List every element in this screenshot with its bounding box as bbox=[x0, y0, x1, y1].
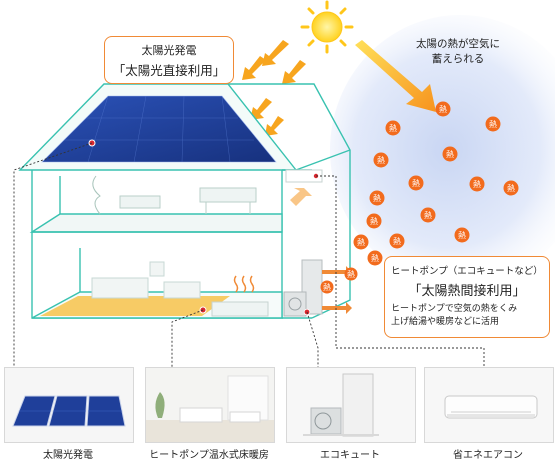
svg-text:熱: 熱 bbox=[377, 155, 385, 165]
heat-bubble: 熱 bbox=[442, 146, 458, 162]
upper-room-furniture bbox=[92, 169, 323, 215]
heat-bubble: 熱 bbox=[366, 213, 382, 229]
callout-heatpump-title: ヒートポンプ（エコキュートなど） bbox=[391, 266, 543, 277]
product-label-aircon: 省エネエアコン bbox=[453, 450, 523, 461]
house-diagram: 熱 熱 熱 熱 熱 熱 熱 熱 熱 熱 熱 熱 熱 熱 熱 熱 熱 bbox=[13, 0, 555, 367]
heat-bubble: 熱 bbox=[367, 250, 383, 266]
svg-text:熱: 熱 bbox=[371, 253, 379, 263]
heat-bubble: 熱 bbox=[485, 116, 501, 132]
ac-air-arrow bbox=[290, 188, 312, 206]
svg-text:熱: 熱 bbox=[412, 178, 420, 188]
callout-solar: 太陽光発電 「太陽光直接利用」 bbox=[104, 36, 234, 84]
heat-bubble: 熱 bbox=[408, 175, 424, 191]
heat-bubble: 熱 bbox=[353, 234, 369, 250]
leader-lines bbox=[13, 142, 485, 367]
callout-heatpump-subtitle: 「太陽熱間接利用」 bbox=[408, 284, 526, 299]
heat-bubble: 熱 bbox=[454, 227, 470, 243]
product-card-ecocute bbox=[286, 367, 416, 443]
callout-heatpump-desc1: ヒートポンプで空気の熱をくみ bbox=[391, 304, 518, 314]
callout-solar-title: 太陽光発電 bbox=[141, 44, 197, 57]
heat-bubble: 熱 bbox=[435, 101, 451, 117]
heat-bubble: 熱 bbox=[420, 207, 436, 223]
sky-glow bbox=[330, 15, 555, 285]
product-card-floor-heating bbox=[145, 367, 275, 443]
svg-text:熱: 熱 bbox=[473, 179, 481, 189]
heat-bubble: 熱 bbox=[369, 190, 385, 206]
heat-flow-arrows bbox=[322, 266, 352, 314]
product-label-ecocute: エコキュート bbox=[320, 450, 380, 461]
svg-text:熱: 熱 bbox=[347, 269, 355, 279]
heat-bubble: 熱 bbox=[503, 180, 519, 196]
callout-heatpump: ヒートポンプ（エコキュートなど） 「太陽熱間接利用」 ヒートポンプで空気の熱をく… bbox=[384, 256, 550, 338]
svg-text:熱: 熱 bbox=[489, 119, 497, 129]
ecocute-unit-icon bbox=[287, 368, 415, 442]
sky-caption-line2: 蓄えられる bbox=[431, 53, 485, 65]
air-conditioner-icon bbox=[425, 368, 553, 442]
svg-text:熱: 熱 bbox=[458, 230, 466, 240]
svg-text:熱: 熱 bbox=[424, 210, 432, 220]
heat-pump-units bbox=[283, 259, 323, 317]
heat-bubble: 熱 bbox=[320, 280, 334, 294]
svg-text:熱: 熱 bbox=[439, 104, 447, 114]
svg-text:熱: 熱 bbox=[373, 193, 381, 203]
heat-bubble: 熱 bbox=[469, 176, 485, 192]
svg-text:熱: 熱 bbox=[323, 282, 331, 292]
sky-caption-line1: 太陽の熱が空気に bbox=[416, 38, 500, 50]
bathtub bbox=[211, 275, 269, 317]
svg-text:熱: 熱 bbox=[357, 237, 365, 247]
heat-bubble: 熱 bbox=[373, 152, 389, 168]
floor-heating bbox=[40, 261, 230, 316]
callout-solar-subtitle: 「太陽光直接利用」 bbox=[112, 63, 226, 78]
product-card-solar bbox=[4, 367, 134, 443]
svg-text:熱: 熱 bbox=[446, 149, 454, 159]
living-room-icon bbox=[146, 368, 274, 442]
sun-heat-beam bbox=[355, 40, 436, 112]
roof-solar-panel bbox=[41, 95, 277, 163]
product-row: 太陽光発電 ヒートポンプ温水式床暖房 エコキュート 省エネ bbox=[0, 367, 555, 462]
product-label-floor-heating: ヒートポンプ温水式床暖房 bbox=[149, 450, 269, 461]
svg-text:熱: 熱 bbox=[393, 236, 401, 246]
svg-text:熱: 熱 bbox=[370, 216, 378, 226]
solar-panels-icon bbox=[5, 368, 133, 442]
svg-text:熱: 熱 bbox=[389, 123, 397, 133]
sky-caption: 太陽の熱が空気に 蓄えられる bbox=[398, 37, 518, 67]
heat-bubbles: 熱 熱 熱 熱 熱 熱 熱 熱 熱 熱 熱 熱 熱 熱 熱 熱 熱 bbox=[320, 101, 519, 294]
heat-bubble: 熱 bbox=[385, 120, 401, 136]
product-label-solar: 太陽光発電 bbox=[43, 450, 93, 461]
product-card-aircon bbox=[424, 367, 554, 443]
heat-bubble: 熱 bbox=[344, 267, 358, 281]
heat-bubble: 熱 bbox=[389, 233, 405, 249]
callout-heatpump-desc2: 上げ給湯や暖房などに活用 bbox=[391, 317, 500, 327]
sun-icon bbox=[300, 0, 354, 54]
svg-text:熱: 熱 bbox=[507, 183, 515, 193]
